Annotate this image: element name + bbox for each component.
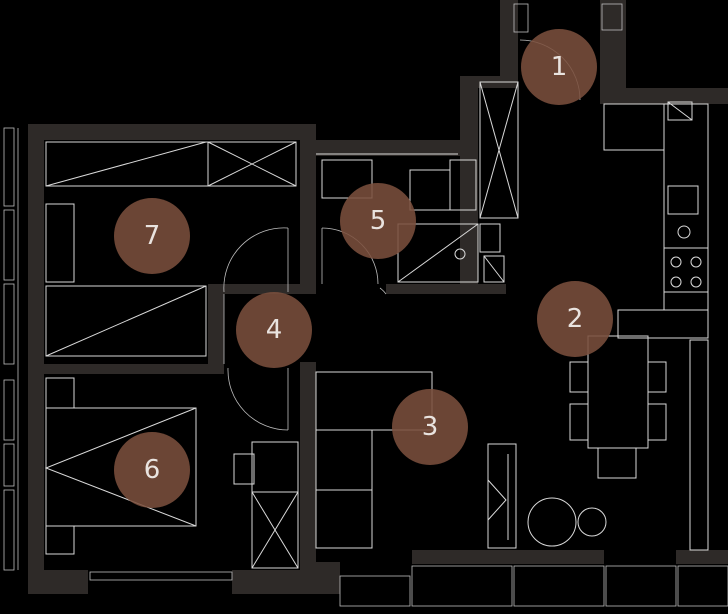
room-4-label: 4 [265,315,283,345]
room-5-label: 5 [369,206,387,236]
windows [3,3,728,607]
room-7-badge: 7 [114,198,190,274]
room-2-label: 2 [566,304,584,334]
room-5-badge: 5 [340,183,416,259]
room-7-furniture [45,141,297,357]
room-3-label: 3 [421,412,439,442]
room-4-badge: 4 [236,292,312,368]
room-3-badge: 3 [392,389,468,465]
room-6-label: 6 [143,455,161,485]
room-7-label: 7 [143,221,161,251]
room-2-badge: 2 [537,281,613,357]
room-1-label: 1 [550,52,568,82]
room-2-kitchen [569,101,709,551]
room-1-badge: 1 [521,29,597,105]
walls [28,0,728,594]
room-6-badge: 6 [114,432,190,508]
room-6-furniture [44,367,299,569]
